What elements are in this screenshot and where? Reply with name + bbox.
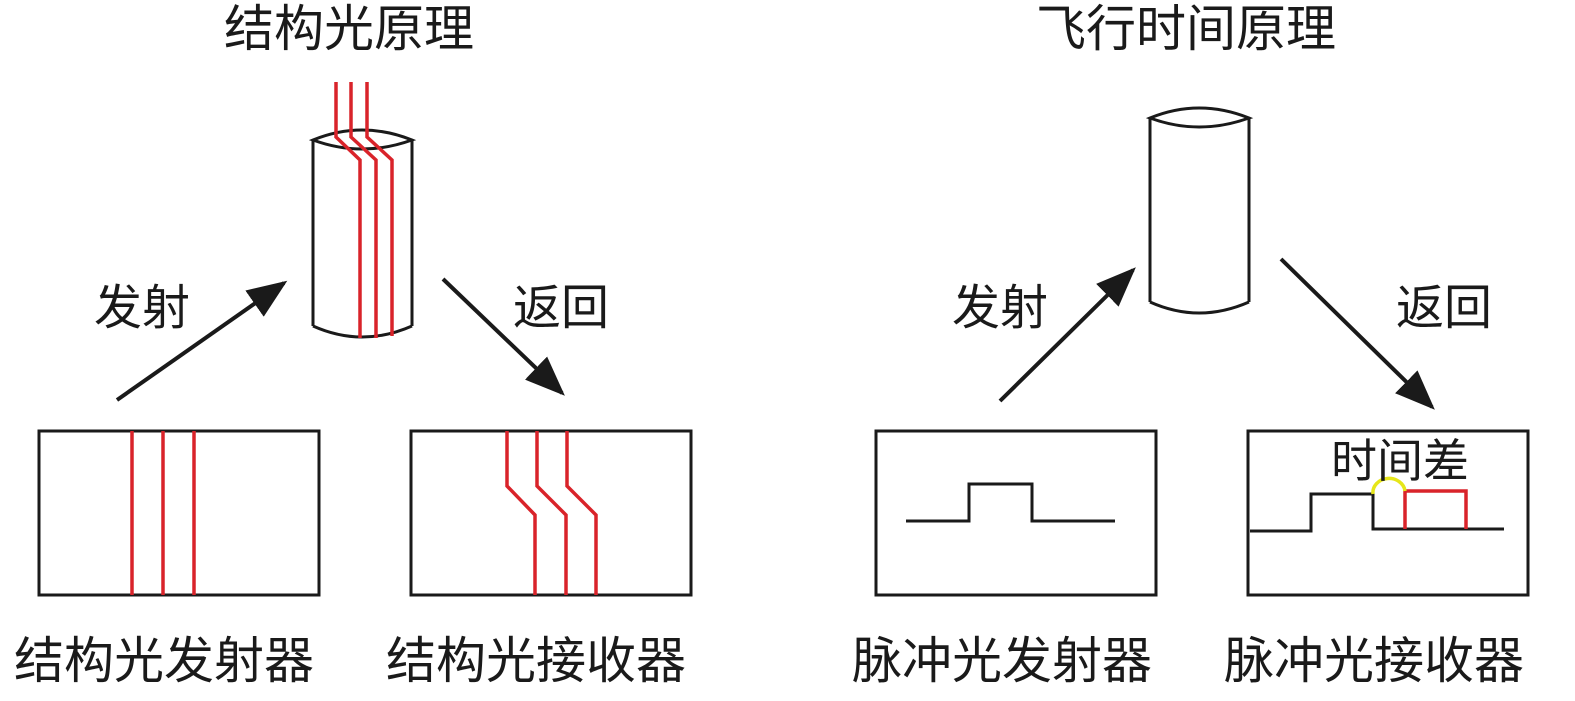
sl-return-label: 返回 [513,280,610,336]
tof-return-pulse [1403,489,1468,529]
tof-emit-label: 发射 [952,280,1049,336]
tof-time-difference-label: 时间差 [1331,434,1469,488]
sl-title: 结构光原理 [224,0,474,58]
tof-section [874,106,1530,597]
sl-return-arrow [441,277,565,396]
sl-receiver-label: 结构光接收器 [386,632,686,690]
tof-return-arrow [1279,257,1435,410]
tof-title: 飞行时间原理 [1036,0,1336,58]
sl-cylinder-stripes [334,82,394,338]
tof-receiver-label: 脉冲光接收器 [1224,632,1524,690]
tof-emit-arrow [998,267,1136,403]
sl-emitter-label: 结构光发射器 [14,632,314,690]
sl-emitter-stripes [130,431,196,595]
tof-emitter-box [874,429,1158,597]
tof-receiver-box [1246,429,1530,597]
sl-receiver-box [409,429,693,597]
sl-emit-label: 发射 [94,280,191,336]
sl-target-cylinder [308,128,417,339]
structured-light-section [37,82,693,597]
sl-emit-arrow [115,280,288,402]
tof-reference-pulse [1250,492,1504,533]
tof-target-cylinder [1145,106,1254,315]
tof-emit-pulse [906,482,1115,523]
tof-return-label: 返回 [1396,280,1493,336]
sl-emitter-box [37,429,321,597]
tof-time-difference-arc [1371,476,1407,495]
tof-emitter-label: 脉冲光发射器 [852,632,1152,690]
sl-receiver-stripes [505,431,598,595]
